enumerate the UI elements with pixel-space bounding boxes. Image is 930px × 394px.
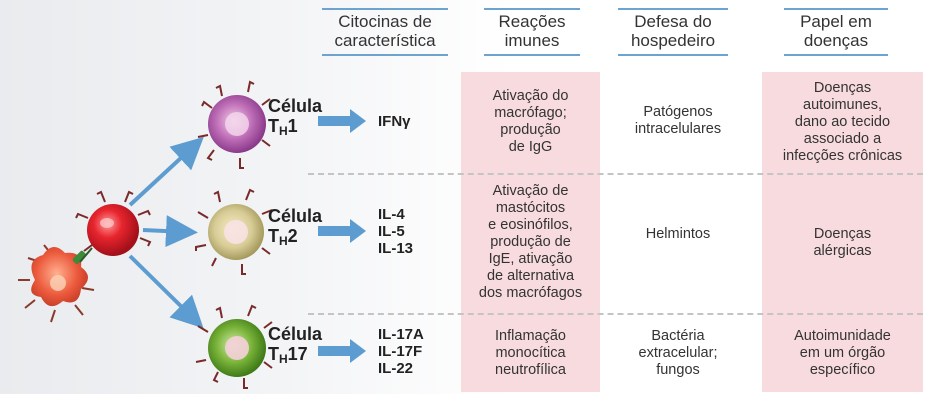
differentiation-arrows <box>128 136 204 329</box>
th2-label: Célula TH2 <box>268 206 323 248</box>
row-divider <box>308 313 923 315</box>
row-divider <box>308 173 923 175</box>
tcr-mhc-contact <box>72 247 93 264</box>
th17-label: Célula TH17 <box>268 324 323 366</box>
antigen-presenting-cell <box>18 244 95 323</box>
naive-t-cell <box>75 190 152 256</box>
th2-cell <box>195 188 273 275</box>
th17-reactions: Inflamação monocítica neutrofílica <box>495 328 566 378</box>
th1-disease: Doenças autoimunes, dano ao tecido assoc… <box>782 80 903 164</box>
th1-defense: Patógenos intracelulares <box>634 104 722 137</box>
th17-disease: Autoimunidade em um órgão específico <box>794 328 891 378</box>
th2-disease: Doenças alérgicas <box>813 226 872 259</box>
th2-defense: Helmintos <box>645 226 711 242</box>
th1-label: Célula TH1 <box>268 96 323 138</box>
th2-cytokines: IL-4 IL-5 IL-13 <box>378 206 414 257</box>
th1-cytokines: IFNγ <box>378 113 411 130</box>
th17-defense: Bactéria extracelular; fungos <box>638 328 718 378</box>
th17-cytokines: IL-17A IL-17F IL-22 <box>378 326 424 377</box>
reactions-panel <box>461 72 600 392</box>
th2-reactions: Ativação de mastócitos e eosinófilos, pr… <box>478 183 583 301</box>
th17-cell <box>195 304 273 389</box>
cytokine-arrows <box>318 109 366 363</box>
disease-panel <box>762 72 923 392</box>
th1-cell <box>197 80 271 169</box>
th1-reactions: Ativação do macrófago; produção de IgG <box>492 88 569 155</box>
